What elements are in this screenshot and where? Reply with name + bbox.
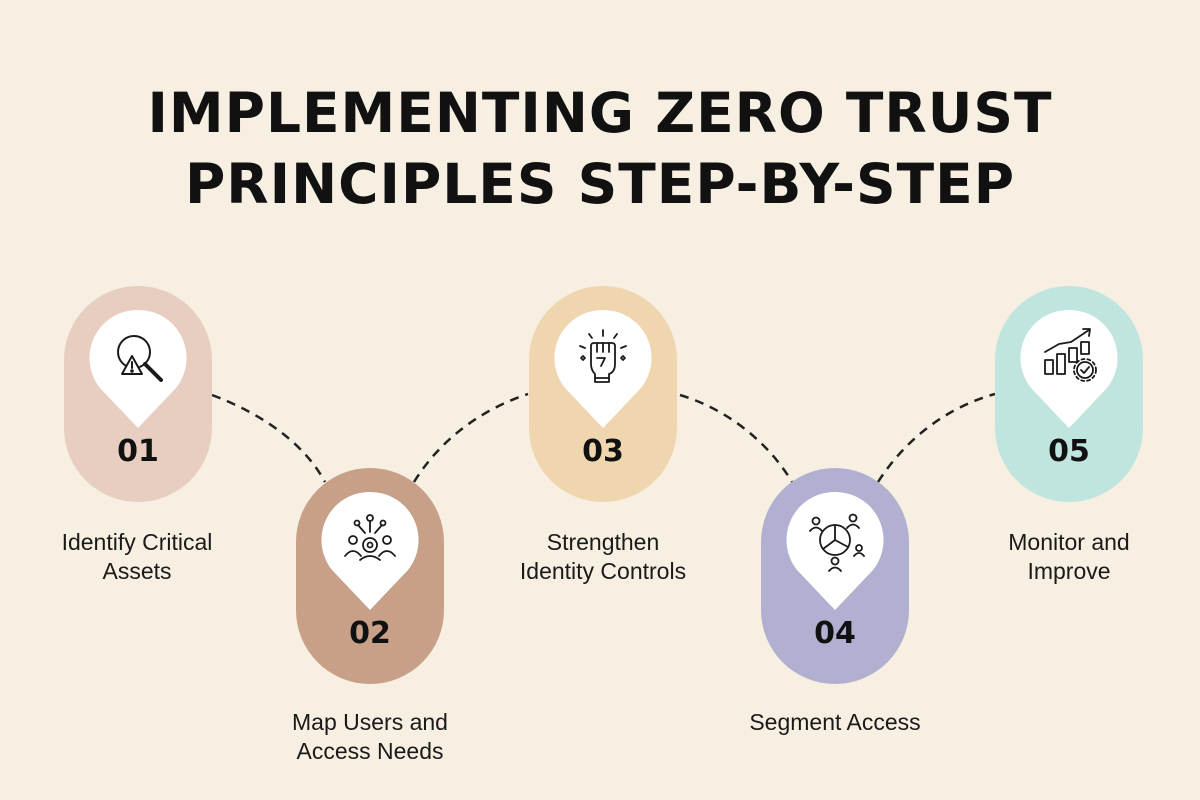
- step-label-line-1: Monitor and: [1008, 529, 1130, 555]
- step-label-line-2: Access Needs: [296, 738, 444, 764]
- step-label-01: Identify Critical Assets: [7, 528, 267, 586]
- step-number: 01: [117, 434, 159, 469]
- page-title-line-2: PRINCIPLES STEP-BY-STEP: [184, 152, 1016, 216]
- users-network-gear-icon: [344, 514, 396, 561]
- magnifier-warning-icon: [117, 335, 163, 382]
- growth-chart-gear-icon: [1044, 328, 1097, 382]
- step-card-01: 01: [64, 286, 212, 502]
- step-number: 04: [814, 616, 856, 651]
- step-label-line-2: Identity Controls: [519, 558, 687, 584]
- connector-1-2: [211, 393, 327, 483]
- pin-marker: [553, 308, 653, 430]
- step-label-line-1: Strengthen: [546, 529, 660, 555]
- step-label-line-2: Assets: [102, 558, 172, 584]
- step-label-line-1: Map Users and: [292, 709, 448, 735]
- pin-marker: [88, 308, 188, 430]
- step-label-03: Strengthen Identity Controls: [473, 528, 733, 586]
- pin-marker: [1019, 308, 1119, 430]
- step-card-02: 02: [296, 468, 444, 684]
- raised-fist-icon: [579, 329, 627, 383]
- step-label-line-1: Identify Critical: [61, 529, 213, 555]
- step-label-02: Map Users and Access Needs: [240, 708, 500, 766]
- step-number: 03: [582, 434, 624, 469]
- connector-3-4: [679, 393, 794, 483]
- step-card-04: 04: [761, 468, 909, 684]
- step-number: 05: [1048, 434, 1090, 469]
- step-label-line-2: Improve: [1027, 558, 1111, 584]
- step-number: 02: [349, 616, 391, 651]
- connector-4-5: [876, 392, 996, 483]
- step-card-03: 03: [529, 286, 677, 502]
- page-title-line-1: IMPLEMENTING ZERO TRUST: [147, 81, 1053, 145]
- step-label-05: Monitor and Improve: [939, 528, 1199, 586]
- connector-2-3: [412, 392, 529, 483]
- users-segment-pie-icon: [809, 513, 865, 572]
- pin-marker: [785, 490, 885, 612]
- step-label-04: Segment Access: [705, 708, 965, 737]
- step-label-line-1: Segment Access: [749, 709, 921, 735]
- pin-marker: [320, 490, 420, 612]
- step-card-05: 05: [995, 286, 1143, 502]
